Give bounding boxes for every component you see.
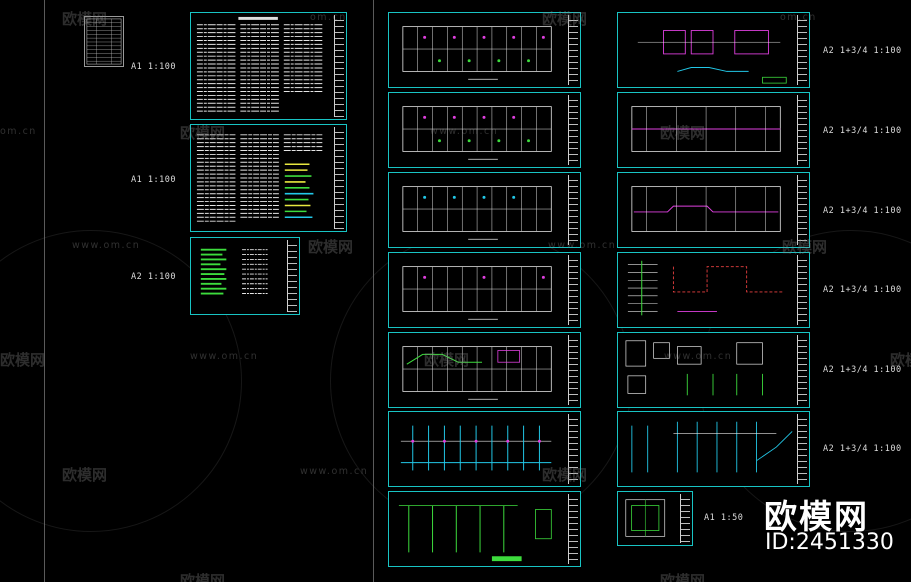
title-block bbox=[568, 175, 578, 245]
drawing-sheet-design-notes-1[interactable] bbox=[190, 12, 347, 120]
drawing-sheet-floor-plan-3[interactable] bbox=[388, 172, 581, 248]
watermark-url: www.om.cn bbox=[300, 466, 369, 477]
drawing-sheet-node-detail[interactable] bbox=[617, 491, 693, 546]
title-block bbox=[568, 414, 578, 484]
title-block bbox=[797, 95, 807, 165]
scale-label: A2 1+3/4 1:100 bbox=[823, 126, 902, 136]
watermark-url: om.cn bbox=[0, 126, 37, 137]
watermark-logo: 欧模网 bbox=[62, 466, 108, 484]
scale-label: A2 1+3/4 1:100 bbox=[823, 46, 902, 56]
scale-label: A2 1+3/4 1:100 bbox=[823, 365, 902, 375]
scale-label: A2 1+3/4 1:100 bbox=[823, 285, 902, 295]
drawing-sheet-detail-drawings[interactable] bbox=[617, 332, 810, 408]
drawing-sheet-system-diagram-1[interactable] bbox=[617, 252, 810, 328]
brand-logo-text: 欧模网 bbox=[764, 497, 869, 536]
title-block bbox=[287, 240, 297, 312]
watermark-url: www.om.cn bbox=[430, 126, 499, 137]
watermark-logo: 欧模网 bbox=[308, 238, 354, 256]
watermark-logo: 欧模网 bbox=[180, 124, 226, 142]
drawing-sheet-riser-diagram-3[interactable] bbox=[617, 411, 810, 487]
scale-label: A1 1:100 bbox=[131, 175, 176, 185]
watermark-logo: 欧模网 bbox=[782, 238, 828, 256]
drawing-sheet-riser-diagram-2[interactable] bbox=[388, 491, 581, 567]
scale-label: A2 1:100 bbox=[131, 272, 176, 282]
watermark-logo: 欧模网 bbox=[62, 10, 108, 28]
drawing-sheet-legend[interactable] bbox=[190, 237, 300, 315]
title-block bbox=[797, 15, 807, 85]
asset-id-label: ID:2451330 bbox=[765, 530, 894, 555]
drawing-sheet-detail-plan-2[interactable] bbox=[617, 92, 810, 168]
watermark-url: www.om.cn bbox=[664, 351, 733, 362]
watermark-url: om.cn bbox=[310, 12, 347, 23]
title-block bbox=[797, 175, 807, 245]
watermark-logo: 欧模网 bbox=[424, 351, 470, 369]
watermark-logo: 欧模网 bbox=[890, 351, 911, 369]
watermark-url: www.om.cn bbox=[548, 240, 617, 251]
title-block bbox=[797, 335, 807, 405]
watermark-logo: 欧模网 bbox=[660, 124, 706, 142]
watermark-url: www.om.cn bbox=[190, 351, 259, 362]
drawing-sheet-design-notes-2[interactable] bbox=[190, 124, 347, 232]
drawing-sheet-index-table[interactable] bbox=[84, 16, 124, 67]
drawing-sheet-floor-plan-2[interactable] bbox=[388, 92, 581, 168]
watermark-logo: 欧模网 bbox=[0, 351, 46, 369]
drawing-sheet-detail-plan-1[interactable] bbox=[617, 12, 810, 88]
scale-label: A2 1+3/4 1:100 bbox=[823, 206, 902, 216]
watermark-logo: 欧模网 bbox=[660, 572, 706, 582]
watermark-logo: 欧模网 bbox=[542, 466, 588, 484]
drawing-sheet-floor-plan-4[interactable] bbox=[388, 252, 581, 328]
title-block bbox=[568, 494, 578, 564]
scale-label: A1 1:100 bbox=[131, 62, 176, 72]
drawing-sheet-floor-plan-1[interactable] bbox=[388, 12, 581, 88]
title-block bbox=[568, 95, 578, 165]
title-block bbox=[568, 335, 578, 405]
title-block bbox=[334, 127, 344, 229]
scale-label: A1 1:50 bbox=[704, 513, 744, 523]
drawing-sheet-detail-plan-3[interactable] bbox=[617, 172, 810, 248]
drawing-sheet-riser-diagram-1[interactable] bbox=[388, 411, 581, 487]
watermark-logo: 欧模网 bbox=[542, 10, 588, 28]
title-block bbox=[334, 15, 344, 117]
drawing-sheet-floor-plan-5[interactable] bbox=[388, 332, 581, 408]
title-block bbox=[568, 255, 578, 325]
scale-label: A2 1+3/4 1:100 bbox=[823, 444, 902, 454]
title-block bbox=[797, 255, 807, 325]
title-block bbox=[568, 15, 578, 85]
title-block bbox=[797, 414, 807, 484]
title-block bbox=[680, 494, 690, 543]
watermark-logo: 欧模网 bbox=[180, 572, 226, 582]
watermark-url: www.om.cn bbox=[72, 240, 141, 251]
watermark-url: om.cn bbox=[780, 12, 817, 23]
